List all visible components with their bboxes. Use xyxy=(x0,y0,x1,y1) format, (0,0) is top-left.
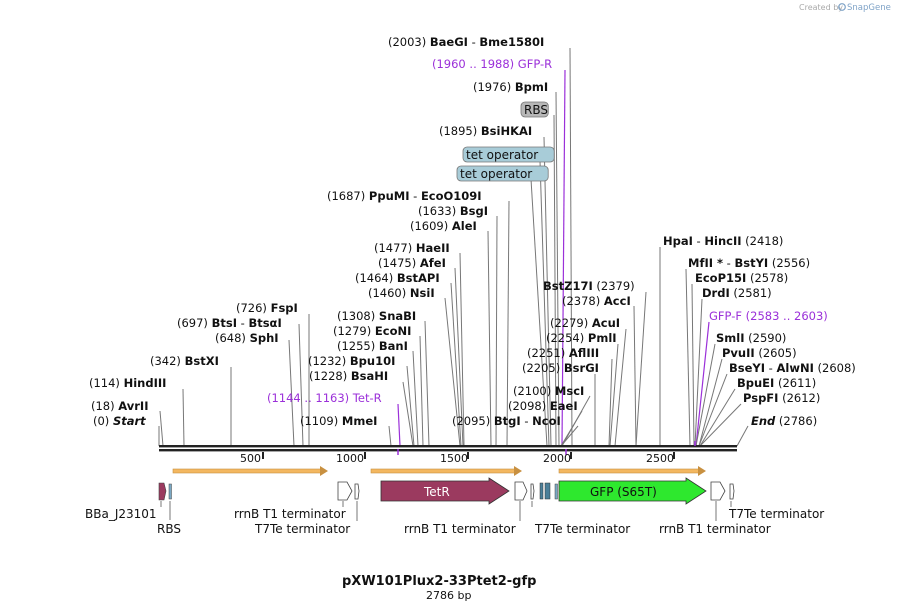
site-label-ecop15i[interactable]: EcoP15I (2578) xyxy=(695,271,788,285)
snapgene-logo-icon xyxy=(838,3,846,11)
credit-brand: SnapGene xyxy=(847,3,891,13)
site-label-sphi[interactable]: (648) SphI xyxy=(215,331,279,345)
feature-label-t7te: T7Te terminator xyxy=(254,522,350,536)
site-label-hindiii[interactable]: (114) HindIII xyxy=(89,376,166,390)
feature-track: TetR GFP (S65T) xyxy=(158,477,735,521)
site-label-bpmi[interactable]: (1976) BpmI xyxy=(473,80,548,94)
tick-label: 500 xyxy=(240,452,261,465)
site-label-avrii[interactable]: (18) AvrII xyxy=(91,399,148,413)
site-label-bstz17i[interactable]: BstZ17I (2379) xyxy=(543,279,635,293)
direction-arrows xyxy=(172,466,706,476)
credit-prefix: Created by xyxy=(799,3,843,12)
feature-label-rrnb-t1: rrnB T1 terminator xyxy=(659,522,771,536)
tick-label: 2000 xyxy=(543,452,571,465)
site-label-bani[interactable]: (1255) BanI xyxy=(337,339,408,353)
site-label-bsgi[interactable]: (1633) BsgI xyxy=(418,204,488,218)
site-label-bpu10i[interactable]: (1232) Bpu10I xyxy=(308,354,395,368)
tet-operator-feature[interactable] xyxy=(544,482,551,500)
site-label-hpai[interactable]: HpaI - HincII (2418) xyxy=(663,234,783,248)
backbone-bottom-strand xyxy=(159,449,737,452)
site-label-fspi[interactable]: (726) FspI xyxy=(236,301,298,315)
site-label-start[interactable]: (0) Start xyxy=(93,414,146,428)
tet-operator-feature[interactable] xyxy=(539,482,544,500)
backbone-top-strand xyxy=(159,445,737,448)
site-label-acci[interactable]: (2378) AccI xyxy=(562,294,631,308)
site-label-bsihkai[interactable]: (1895) BsiHKAI xyxy=(439,124,532,138)
site-label-afliii[interactable]: (2251) AflIII xyxy=(527,346,599,360)
feature-label-rrnb-t1: rrnB T1 terminator xyxy=(234,507,346,521)
site-label-alei[interactable]: (1609) AleI xyxy=(410,219,477,233)
tick-label: 2500 xyxy=(646,452,674,465)
site-label-gfp-f[interactable]: GFP-F (2583 .. 2603) xyxy=(709,309,828,323)
tick-label: 1000 xyxy=(336,452,364,465)
site-connectors xyxy=(158,47,749,447)
site-label-bpuei[interactable]: BpuEI (2611) xyxy=(737,376,816,390)
gfp-label: GFP (S65T) xyxy=(590,485,657,499)
axis-ticks: 500 1000 1500 2000 2500 xyxy=(240,452,675,465)
site-label-tet-r[interactable]: (1144 .. 1163) Tet-R xyxy=(267,391,382,405)
feature-label-bba-j23101: BBa_J23101 xyxy=(85,507,157,521)
site-label-msci[interactable]: (2100) MscI xyxy=(513,384,584,398)
site-label-snabi[interactable]: (1308) SnaBI xyxy=(337,309,416,323)
promoter-bba-j23101[interactable] xyxy=(158,482,167,501)
plasmid-length: 2786 bp xyxy=(426,589,471,602)
site-label-haeii[interactable]: (1477) HaeII xyxy=(374,241,450,255)
feature-box-tet-operator[interactable] xyxy=(456,165,549,182)
tick-label: 1500 xyxy=(440,452,468,465)
site-labels: (2003) BaeGI - Bme1580I (1960 .. 1988) GF… xyxy=(89,35,856,428)
plasmid-name: pXW101Plux2-33Ptet2-gfp xyxy=(342,574,536,589)
terminator-feature[interactable] xyxy=(729,483,735,500)
terminator-feature[interactable] xyxy=(710,481,726,501)
terminator-feature[interactable] xyxy=(354,483,360,500)
site-label-gfp-r[interactable]: (1960 .. 1988) GFP-R xyxy=(432,57,552,71)
feature-label-rrnb-t1: rrnB T1 terminator xyxy=(404,522,516,536)
site-label-mmei[interactable]: (1109) MmeI xyxy=(300,414,377,428)
site-label-smli[interactable]: SmlI (2590) xyxy=(716,331,786,345)
site-label-drdi[interactable]: DrdI (2581) xyxy=(702,286,772,300)
feature-label-t7te: T7Te terminator xyxy=(728,507,824,521)
gfp-feature[interactable] xyxy=(558,477,707,505)
tetr-feature[interactable] xyxy=(380,477,510,505)
site-label-nsii[interactable]: (1460) NsiI xyxy=(368,286,435,300)
site-label-pmli[interactable]: (2254) PmlI xyxy=(546,331,617,345)
feature-label-rbs: RBS xyxy=(157,522,181,536)
site-label-bsrgi[interactable]: (2205) BsrGI xyxy=(522,361,599,375)
site-label-baegi[interactable]: (2003) BaeGI - Bme1580I xyxy=(388,35,544,49)
terminator-feature[interactable] xyxy=(337,481,353,501)
site-label-bsahi[interactable]: (1228) BsaHI xyxy=(309,369,388,383)
rbs-feature[interactable] xyxy=(554,483,558,500)
rbs-feature[interactable] xyxy=(168,483,172,500)
site-label-pspfi[interactable]: PspFI (2612) xyxy=(743,391,820,405)
feature-label-t7te: T7Te terminator xyxy=(534,522,630,536)
site-label-econi[interactable]: (1279) EcoNI xyxy=(333,324,411,338)
site-label-bstxi[interactable]: (342) BstXI xyxy=(150,354,219,368)
site-label-ppumi[interactable]: (1687) PpuMI - EcoO109I xyxy=(327,189,482,203)
tetr-label: TetR xyxy=(423,485,450,499)
feature-box-label: RBS xyxy=(524,103,548,117)
site-label-eaei[interactable]: (2098) EaeI xyxy=(508,399,578,413)
site-label-end[interactable]: End (2786) xyxy=(751,414,817,428)
site-label-bstapi[interactable]: (1464) BstAPI xyxy=(355,271,440,285)
feature-box-label: tet operator xyxy=(460,167,532,181)
site-label-btsi[interactable]: (697) BtsI - BtsαI xyxy=(177,316,282,330)
site-label-btgi[interactable]: (2095) BtgI - NcoI xyxy=(452,414,561,428)
site-label-mfii[interactable]: MfII * - BstYI (2556) xyxy=(688,256,810,270)
site-label-pvuii[interactable]: PvuII (2605) xyxy=(722,346,797,360)
site-label-afei[interactable]: (1475) AfeI xyxy=(378,256,446,270)
site-label-bseyi[interactable]: BseYI - AlwNI (2608) xyxy=(729,361,856,375)
terminator-feature[interactable] xyxy=(514,481,528,501)
feature-box-tet-operator[interactable] xyxy=(462,146,555,163)
feature-box-rbs[interactable] xyxy=(520,101,549,118)
site-label-acui[interactable]: (2279) AcuI xyxy=(550,316,620,330)
terminator-feature[interactable] xyxy=(530,483,535,500)
feature-box-label: tet operator xyxy=(466,148,538,162)
